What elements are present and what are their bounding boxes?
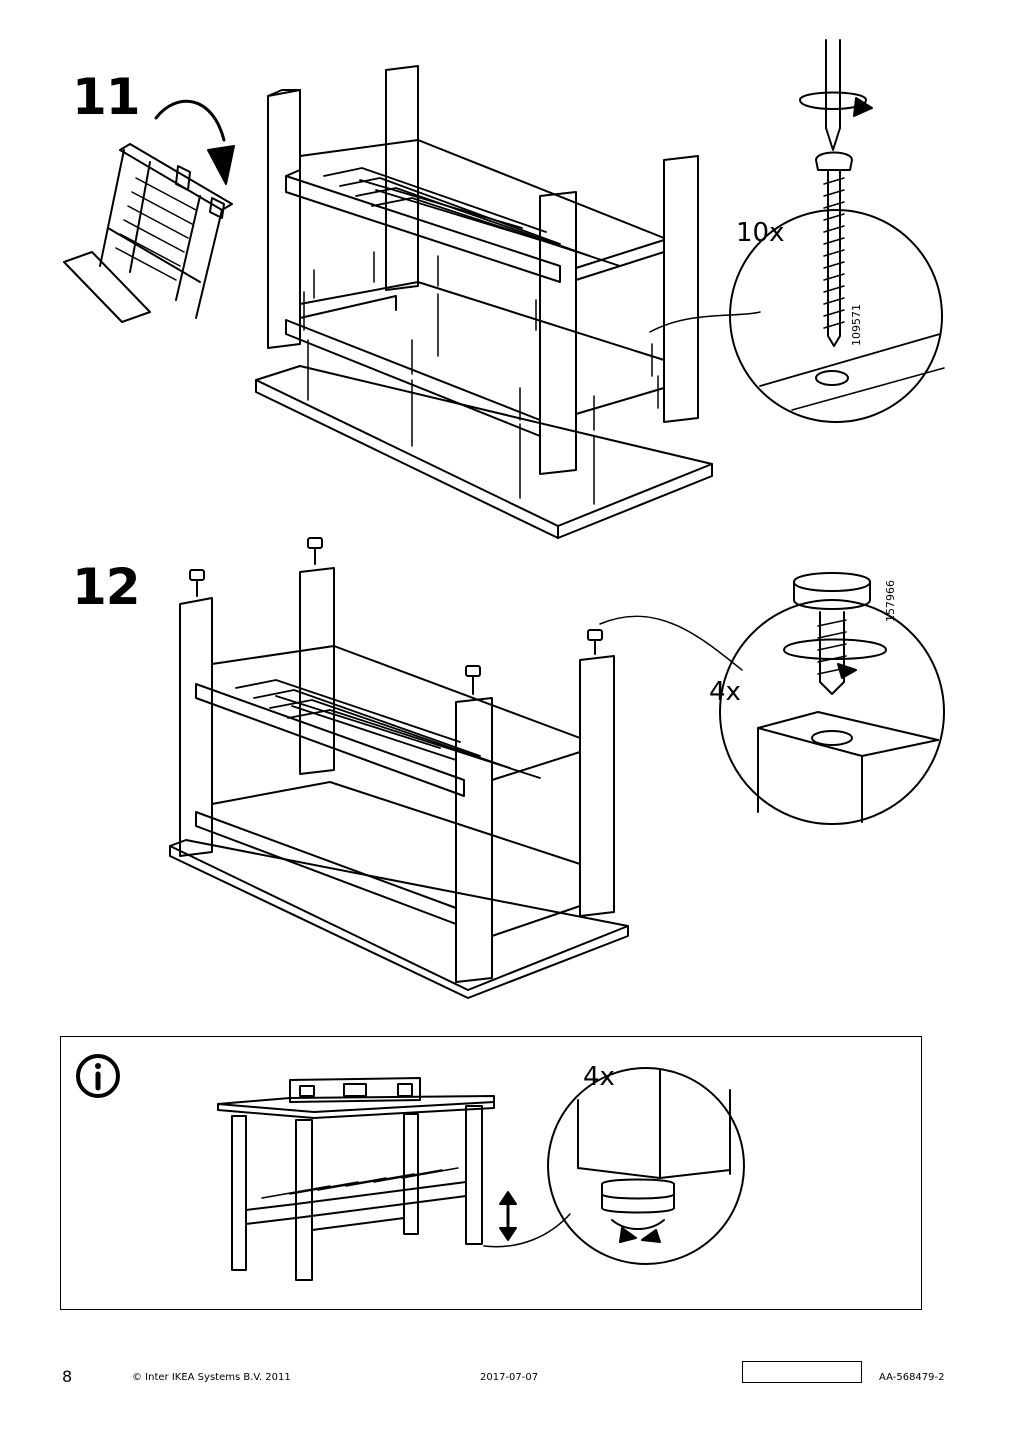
foot-detail-callout [599, 572, 945, 825]
step-12-bench-frame [179, 567, 615, 983]
info-panel [60, 1036, 922, 1310]
step-12-quantity: 4x [709, 677, 741, 707]
step-12-feet [189, 537, 603, 695]
page-number: 8 [62, 1367, 73, 1386]
document-date: 2017-07-07 [480, 1372, 539, 1383]
rotate-arrow-icon [154, 99, 235, 185]
step-12-number: 12 [72, 558, 141, 616]
document-id: AA-568479-2 [879, 1372, 945, 1383]
screw-detail-callout [649, 39, 945, 423]
step-11-tabletop [255, 365, 713, 539]
step-11-number: 11 [72, 68, 141, 126]
flip-bench-icon [63, 143, 233, 323]
step-11-bench-frame [267, 65, 699, 475]
finished-bench [217, 1095, 495, 1281]
step-12-tabletop [169, 839, 629, 999]
adjust-height-arrow-icon [499, 1191, 517, 1241]
step-11-screws [303, 251, 659, 505]
blank-label-box [742, 1361, 862, 1383]
foot-adjust-callout [483, 1067, 745, 1265]
copyright-text: © Inter IKEA Systems B.V. 2011 [132, 1372, 291, 1383]
info-icon [76, 1054, 120, 1098]
